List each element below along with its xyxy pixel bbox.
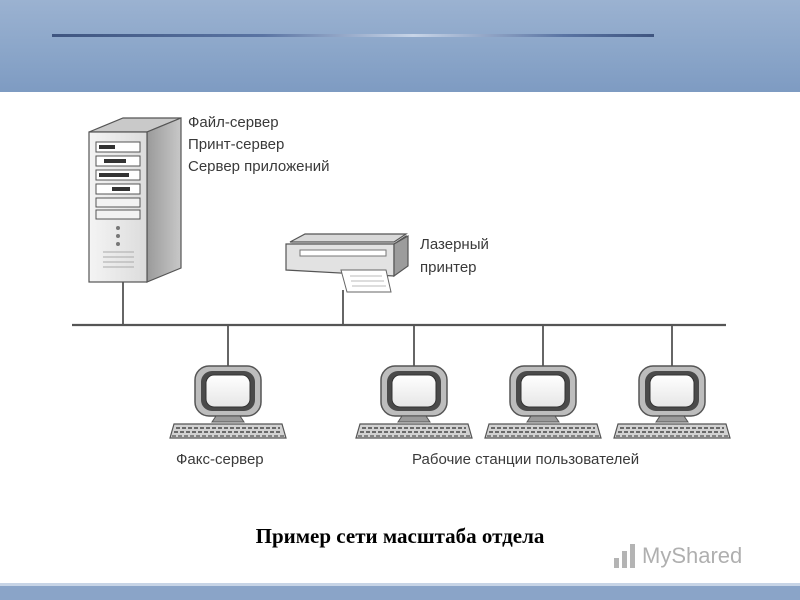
fax-server-computer-icon bbox=[169, 365, 287, 439]
server-tower-icon bbox=[88, 117, 182, 283]
workstation-computer-icon-2 bbox=[484, 365, 602, 439]
label-file-server: Файл-сервер bbox=[188, 114, 279, 131]
diagram-caption: Пример сети масштаба отдела bbox=[255, 524, 545, 548]
label-laser: Лазерный bbox=[420, 236, 489, 253]
label-fax-server: Факс-сервер bbox=[176, 451, 264, 468]
chart-icon bbox=[614, 544, 635, 568]
watermark-logo: MyShared bbox=[612, 541, 742, 571]
label-printer: принтер bbox=[420, 259, 477, 276]
laser-printer-icon bbox=[285, 233, 409, 293]
label-application-server: Сервер приложений bbox=[188, 158, 330, 175]
header-band bbox=[0, 0, 800, 92]
workstation-computer-icon-1 bbox=[355, 365, 473, 439]
header-divider-line bbox=[52, 34, 654, 37]
watermark-text: MyShared bbox=[642, 543, 743, 568]
workstation-computer-icon-3 bbox=[613, 365, 731, 439]
footer-band bbox=[0, 583, 800, 600]
label-print-server: Принт-сервер bbox=[188, 136, 285, 153]
label-user-workstations: Рабочие станции пользователей bbox=[412, 451, 640, 468]
